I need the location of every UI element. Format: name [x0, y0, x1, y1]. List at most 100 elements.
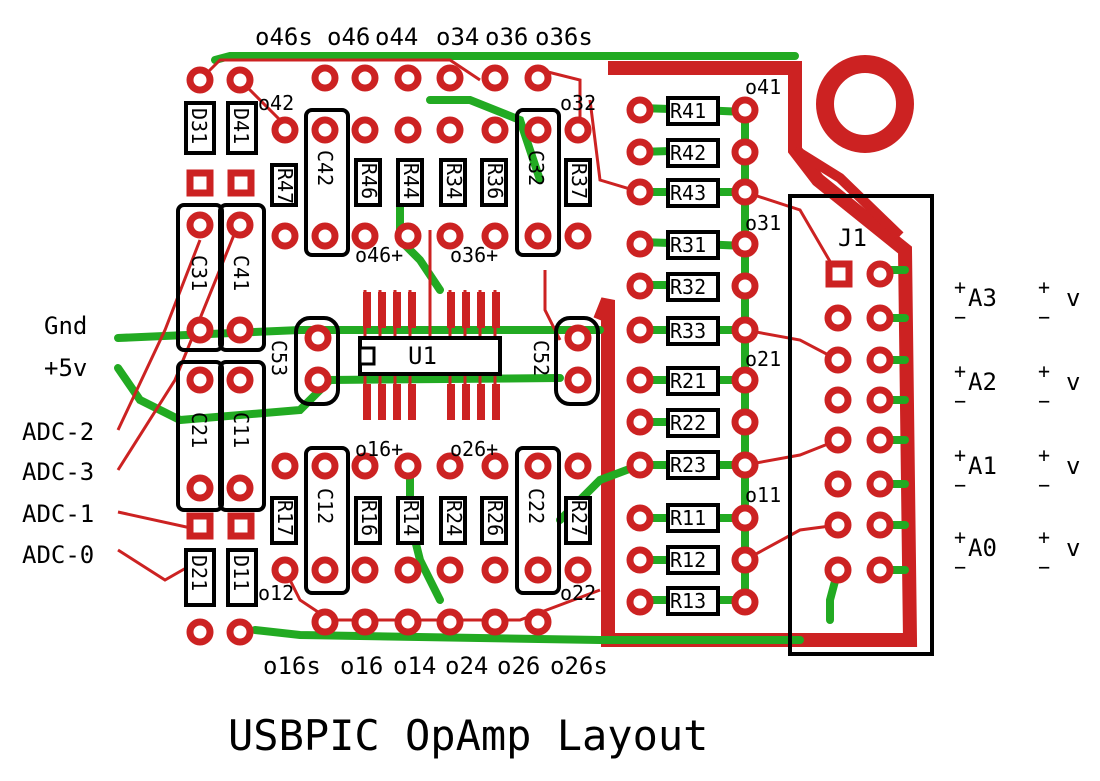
- svg-text:R44: R44: [399, 163, 423, 199]
- svg-text:−: −: [1038, 473, 1050, 497]
- bottom-label-5: o26s: [550, 652, 608, 680]
- svg-text:v: v: [1066, 452, 1080, 480]
- top-pin-labels: o46s o46 o44 o34 o36 o36s: [255, 23, 593, 51]
- svg-text:−: −: [954, 305, 966, 329]
- svg-text:R14: R14: [399, 500, 423, 536]
- svg-text:C11: C11: [229, 412, 253, 448]
- svg-text:R12: R12: [670, 548, 706, 572]
- connector-j1-outline: [788, 194, 934, 656]
- svg-text:−: −: [1038, 555, 1050, 579]
- svg-text:R16: R16: [357, 500, 381, 536]
- lower-components: [270, 446, 592, 595]
- cap-c22-body: [515, 446, 561, 595]
- svg-text:C53: C53: [267, 340, 291, 376]
- svg-text:R17: R17: [273, 500, 297, 536]
- svg-text:+: +: [954, 525, 966, 549]
- svg-text:R33: R33: [670, 319, 706, 343]
- svg-text:D21: D21: [187, 555, 211, 591]
- channel-a0: A0: [968, 534, 997, 562]
- svg-text:D41: D41: [229, 108, 253, 144]
- svg-text:C12: C12: [313, 488, 337, 524]
- node-o42: o42: [258, 91, 294, 115]
- left-label-adc0: ADC-0: [22, 541, 94, 569]
- ground-frame-trace: [593, 61, 918, 647]
- svg-text:R24: R24: [442, 500, 466, 536]
- cap-c32-body: [515, 108, 561, 257]
- mounting-hole: [816, 55, 914, 153]
- node-o11: o11: [745, 483, 781, 507]
- svg-text:+: +: [1038, 275, 1050, 299]
- cap-c42-body: [304, 108, 350, 257]
- cap-c52-body: [554, 316, 600, 406]
- svg-text:R13: R13: [670, 589, 706, 613]
- center-cap-labels: C53 C52: [267, 340, 553, 376]
- svg-text:C22: C22: [524, 488, 548, 524]
- lower-part-labels: R17 C12 R16 R14 R24 R26 C22 R27: [273, 488, 591, 536]
- top-label-4: o36: [485, 23, 528, 51]
- svg-text:+: +: [954, 443, 966, 467]
- svg-text:C21: C21: [187, 412, 211, 448]
- bottom-label-2: o14: [393, 652, 436, 680]
- svg-text:R34: R34: [442, 163, 466, 199]
- node-o31: o31: [745, 211, 781, 235]
- svg-text:v: v: [1066, 284, 1080, 312]
- svg-text:R42: R42: [670, 141, 706, 165]
- node-o12: o12: [258, 581, 294, 605]
- svg-text:v: v: [1066, 534, 1080, 562]
- left-components: [176, 101, 266, 607]
- svg-text:+: +: [1038, 525, 1050, 549]
- channel-labels: A3 A2 A1 A0 + − + − v + − + − v + − + − …: [954, 275, 1080, 579]
- u1-pads: [363, 292, 500, 420]
- top-label-2: o44: [375, 23, 418, 51]
- chip-u1-notch: [358, 346, 376, 366]
- node-o41: o41: [745, 75, 781, 99]
- channel-a1: A1: [968, 452, 997, 480]
- svg-text:v: v: [1066, 368, 1080, 396]
- svg-text:R21: R21: [670, 369, 706, 393]
- channel-a2: A2: [968, 368, 997, 396]
- node-o32: o32: [560, 91, 596, 115]
- node-o46p: o46+: [355, 243, 403, 267]
- upper-part-labels: R47 C42 R46 R44 R34 R36 C32 R37: [273, 150, 591, 204]
- svg-text:C42: C42: [313, 150, 337, 186]
- svg-text:R43: R43: [670, 181, 706, 205]
- svg-text:−: −: [954, 555, 966, 579]
- svg-text:D11: D11: [229, 555, 253, 591]
- svg-text:R46: R46: [357, 163, 381, 199]
- svg-text:−: −: [1038, 305, 1050, 329]
- svg-text:R41: R41: [670, 99, 706, 123]
- svg-text:−: −: [954, 473, 966, 497]
- cap-c53-body: [294, 316, 340, 406]
- svg-text:C32: C32: [524, 150, 548, 186]
- bottom-label-3: o24: [445, 652, 488, 680]
- node-o26p: o26+: [450, 437, 498, 461]
- left-labels: Gnd +5v ADC-2 ADC-3 ADC-1 ADC-0: [22, 312, 94, 569]
- top-label-1: o46: [327, 23, 370, 51]
- left-part-labels: D31 D41 C31 C41 C21 C11 D21 D11: [187, 108, 253, 591]
- cap-c12-body: [304, 446, 350, 595]
- top-label-5: o36s: [535, 23, 593, 51]
- left-label-adc3: ADC-3: [22, 458, 94, 486]
- page-title: USBPIC OpAmp Layout: [228, 711, 708, 760]
- svg-text:R22: R22: [670, 411, 706, 435]
- svg-text:D31: D31: [187, 108, 211, 144]
- channel-a3: A3: [968, 284, 997, 312]
- left-label-gnd: Gnd: [44, 312, 87, 340]
- chip-u1-label: U1: [408, 342, 437, 370]
- bottom-label-0: o16s: [263, 652, 321, 680]
- svg-text:R26: R26: [483, 500, 507, 536]
- bottom-label-1: o16: [340, 652, 383, 680]
- connector-j1-label: J1: [838, 224, 867, 252]
- svg-text:R31: R31: [670, 233, 706, 257]
- right-resistors: [666, 96, 720, 616]
- svg-text:+: +: [1038, 359, 1050, 383]
- svg-text:−: −: [1038, 389, 1050, 413]
- top-label-0: o46s: [255, 23, 313, 51]
- left-label-adc1: ADC-1: [22, 500, 94, 528]
- svg-text:−: −: [954, 389, 966, 413]
- svg-text:C31: C31: [187, 255, 211, 291]
- bottom-pin-labels: o16s o16 o14 o24 o26 o26s: [263, 652, 608, 680]
- top-label-3: o34: [436, 23, 479, 51]
- svg-text:R32: R32: [670, 275, 706, 299]
- right-resistor-labels: R41 R42 R43 R31 R32 R33 R21 R22 R23 R11 …: [670, 99, 706, 613]
